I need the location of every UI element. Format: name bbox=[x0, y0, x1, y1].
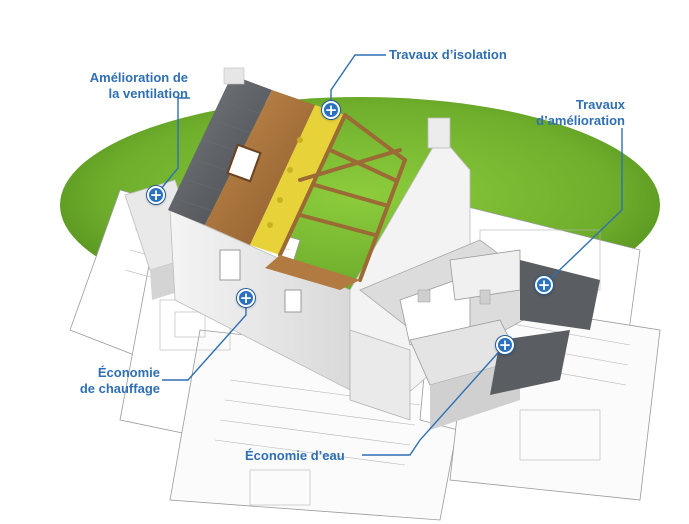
callout-text-amelioration-1: Travaux bbox=[575, 97, 625, 112]
callout-text-eau: Économie d’eau bbox=[245, 448, 345, 463]
callout-text-ventilation-2: la ventilation bbox=[108, 86, 188, 101]
callout-label-isolation: Travaux d’isolation bbox=[389, 47, 507, 63]
callout-text-ventilation-1: Amélioration de bbox=[89, 70, 188, 85]
callout-text-amelioration-2: d’amélioration bbox=[536, 113, 625, 128]
wood-sheathing bbox=[205, 90, 315, 245]
leader-amelioration bbox=[543, 128, 623, 286]
callout-text-chauffage-1: Économie bbox=[97, 365, 160, 380]
leader-eau bbox=[362, 344, 506, 456]
leader-ventilation bbox=[155, 97, 190, 196]
plus-icon: + bbox=[324, 101, 338, 119]
leader-isolation bbox=[330, 54, 386, 110]
attic-floor bbox=[265, 255, 360, 290]
hotspot-chauffage[interactable]: + bbox=[237, 289, 255, 307]
callout-label-amelioration: Travaux d’amélioration bbox=[505, 97, 625, 129]
roof-rafters bbox=[278, 113, 407, 282]
plus-icon: + bbox=[537, 276, 551, 294]
plus-icon: + bbox=[239, 289, 253, 307]
hotspot-ventilation[interactable]: + bbox=[147, 186, 165, 204]
slate-roof bbox=[168, 67, 272, 225]
hotspot-isolation[interactable]: + bbox=[322, 101, 340, 119]
insulation-layer bbox=[250, 105, 345, 255]
callout-label-chauffage: Économie de chauffage bbox=[60, 365, 160, 397]
plus-icon: + bbox=[149, 186, 163, 204]
callout-text-isolation: Travaux d’isolation bbox=[389, 47, 507, 62]
plus-icon: + bbox=[498, 336, 512, 354]
callout-label-ventilation: Amélioration de la ventilation bbox=[60, 70, 188, 102]
callout-label-eau: Économie d’eau bbox=[245, 448, 345, 464]
hotspot-eau[interactable]: + bbox=[496, 336, 514, 354]
callout-text-chauffage-2: de chauffage bbox=[79, 381, 160, 396]
hotspot-amelioration[interactable]: + bbox=[535, 276, 553, 294]
